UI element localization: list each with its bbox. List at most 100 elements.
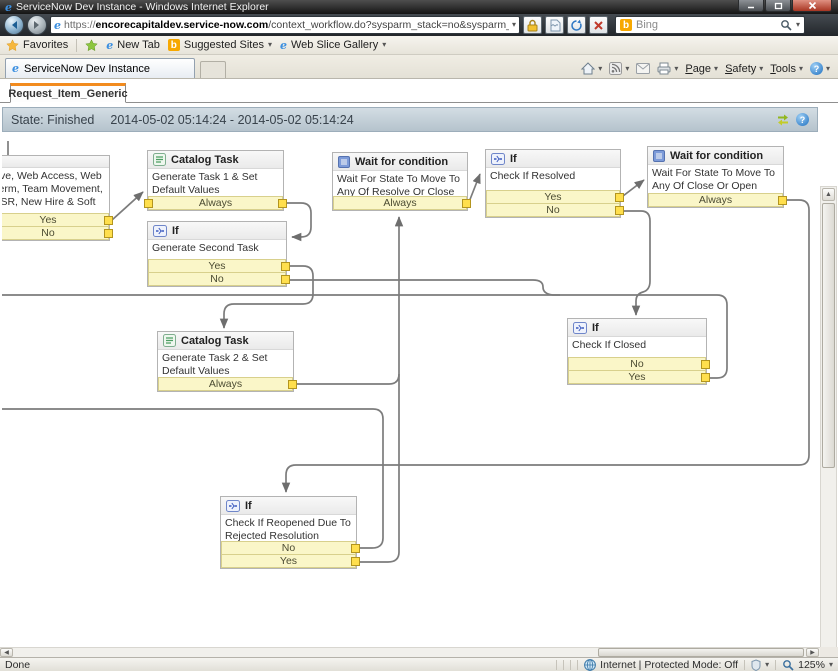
connector-pin[interactable] [104,215,113,225]
scroll-up-button[interactable]: ▲ [822,188,835,201]
activity-description: Generate Second Task [152,242,259,254]
address-dropdown-caret-icon[interactable]: ▾ [511,20,516,29]
activity-output-always[interactable]: Always [333,196,471,210]
maximize-button[interactable] [765,0,791,12]
connector-pin[interactable] [615,205,624,215]
mail-icon [636,63,651,74]
connector-pin[interactable] [144,198,153,208]
connector-pin[interactable] [351,556,360,566]
privacy-button[interactable]: ▾ [751,658,769,671]
favorites-item-new-tab[interactable]: e New Tab [106,38,160,52]
activity-output-always[interactable]: Always [144,196,287,210]
zoom-control[interactable]: 125% ▾ [782,659,833,671]
minimize-button[interactable] [738,0,764,12]
favorites-button[interactable]: Favorites [6,38,68,52]
tools-menu[interactable]: Tools▾ [770,62,803,75]
compatibility-page-icon [550,19,560,31]
security-zone-indicator[interactable]: Internet | Protected Mode: Off [584,659,738,671]
page-menu[interactable]: Page▾ [685,62,719,75]
compatibility-view-button[interactable] [545,16,564,34]
activity-output-yes[interactable]: Yes [2,213,113,227]
activity-output-always[interactable]: Always [158,377,297,391]
connector-pin[interactable] [281,261,290,271]
connector-pin[interactable] [281,274,290,284]
wait-activity-icon [653,149,665,162]
connector-pin[interactable] [104,228,113,238]
activity-output-no[interactable]: No [2,226,113,240]
back-button[interactable] [4,15,24,35]
separator [556,659,558,670]
search-input[interactable]: Bing [636,19,659,31]
search-magnifier-icon[interactable] [780,19,792,31]
vertical-scrollbar[interactable]: ▲ ▼ [820,186,837,671]
workflow-help-icon[interactable]: ? [796,113,809,126]
separator [744,659,746,670]
safety-menu[interactable]: Safety▾ [725,62,764,75]
favorites-item-suggested-sites[interactable]: b Suggested Sites ▾ [167,39,272,51]
activity-output-yes[interactable]: Yes [221,554,360,568]
search-dropdown-caret-icon[interactable]: ▾ [795,20,800,29]
read-mail-button[interactable] [636,63,651,74]
activity-output-always[interactable]: Always [648,193,787,207]
connector-pin[interactable] [778,195,787,205]
horizontal-scrollbar[interactable]: ◀ ▶ [0,647,820,657]
new-tab-button[interactable] [200,61,226,78]
refresh-button[interactable] [567,16,586,34]
activity-output-yes[interactable]: Yes [568,370,710,384]
connector-pin[interactable] [701,372,710,382]
scroll-left-button[interactable]: ◀ [0,648,13,657]
security-lock-button[interactable] [523,16,542,34]
shield-icon [751,658,761,671]
activity-output-no[interactable]: No [568,357,710,371]
activity-output-no[interactable]: No [486,203,624,217]
feeds-button[interactable]: ▾ [609,62,629,75]
home-button[interactable]: ▾ [581,62,602,75]
close-button[interactable] [792,0,832,12]
scroll-right-button[interactable]: ▶ [806,648,819,657]
output-label: Always [198,197,233,209]
favorites-item-web-slice-gallery[interactable]: e Web Slice Gallery ▾ [280,38,387,52]
workflow-tab-request-item-generic[interactable]: Request_Item_Generic [8,83,128,103]
page-content: Request_Item_Generic State: Finished 201… [0,79,838,671]
activity-output-yes[interactable]: Yes [486,190,624,204]
connector-pin[interactable] [701,359,710,369]
connector-wait2-to-checkreopened [281,199,810,493]
workflow-refresh-icon[interactable] [776,113,790,126]
vertical-scroll-thumb[interactable] [822,203,835,468]
connector-pin[interactable] [615,192,624,202]
browser-tab-servicenow[interactable]: e ServiceNow Dev Instance [5,58,195,78]
activity-description: Generate Task 1 & Set Default Values [152,171,258,196]
address-bar[interactable]: e https://encorecapitaldev.service-now.c… [50,16,520,34]
search-box[interactable]: b Bing ▾ [615,16,805,34]
help-menu[interactable]: ?▾ [809,62,830,75]
connector-pin[interactable] [351,543,360,553]
connector-pin[interactable] [278,198,287,208]
activity-output-no[interactable]: No [148,272,290,286]
window-titlebar[interactable]: e ServiceNow Dev Instance - Windows Inte… [0,0,838,14]
connector-pin[interactable] [462,198,471,208]
horizontal-scroll-thumb[interactable] [598,648,804,657]
connector-pin[interactable] [288,379,297,389]
workflow-activity-routing-if[interactable]: rive, Web Access, Web Term, Team Movemen… [2,155,113,241]
back-arrow-icon [12,21,17,29]
workflow-canvas[interactable]: rive, Web Access, Web Term, Team Movemen… [2,133,819,647]
print-button[interactable]: ▾ [657,62,678,75]
output-label: Yes [628,371,646,383]
separator [76,38,78,52]
add-favorite-button[interactable] [85,38,98,52]
activity-output-yes[interactable]: Yes [148,259,290,273]
favorites-bar: Favorites e New Tab b Suggested Sites ▾ … [0,36,838,55]
forward-button[interactable] [27,15,47,35]
stop-button[interactable] [589,16,608,34]
tab-bar: e ServiceNow Dev Instance ▾ ▾ ▾ Page▾ Sa… [0,55,838,79]
activity-output-no[interactable]: No [221,541,360,555]
